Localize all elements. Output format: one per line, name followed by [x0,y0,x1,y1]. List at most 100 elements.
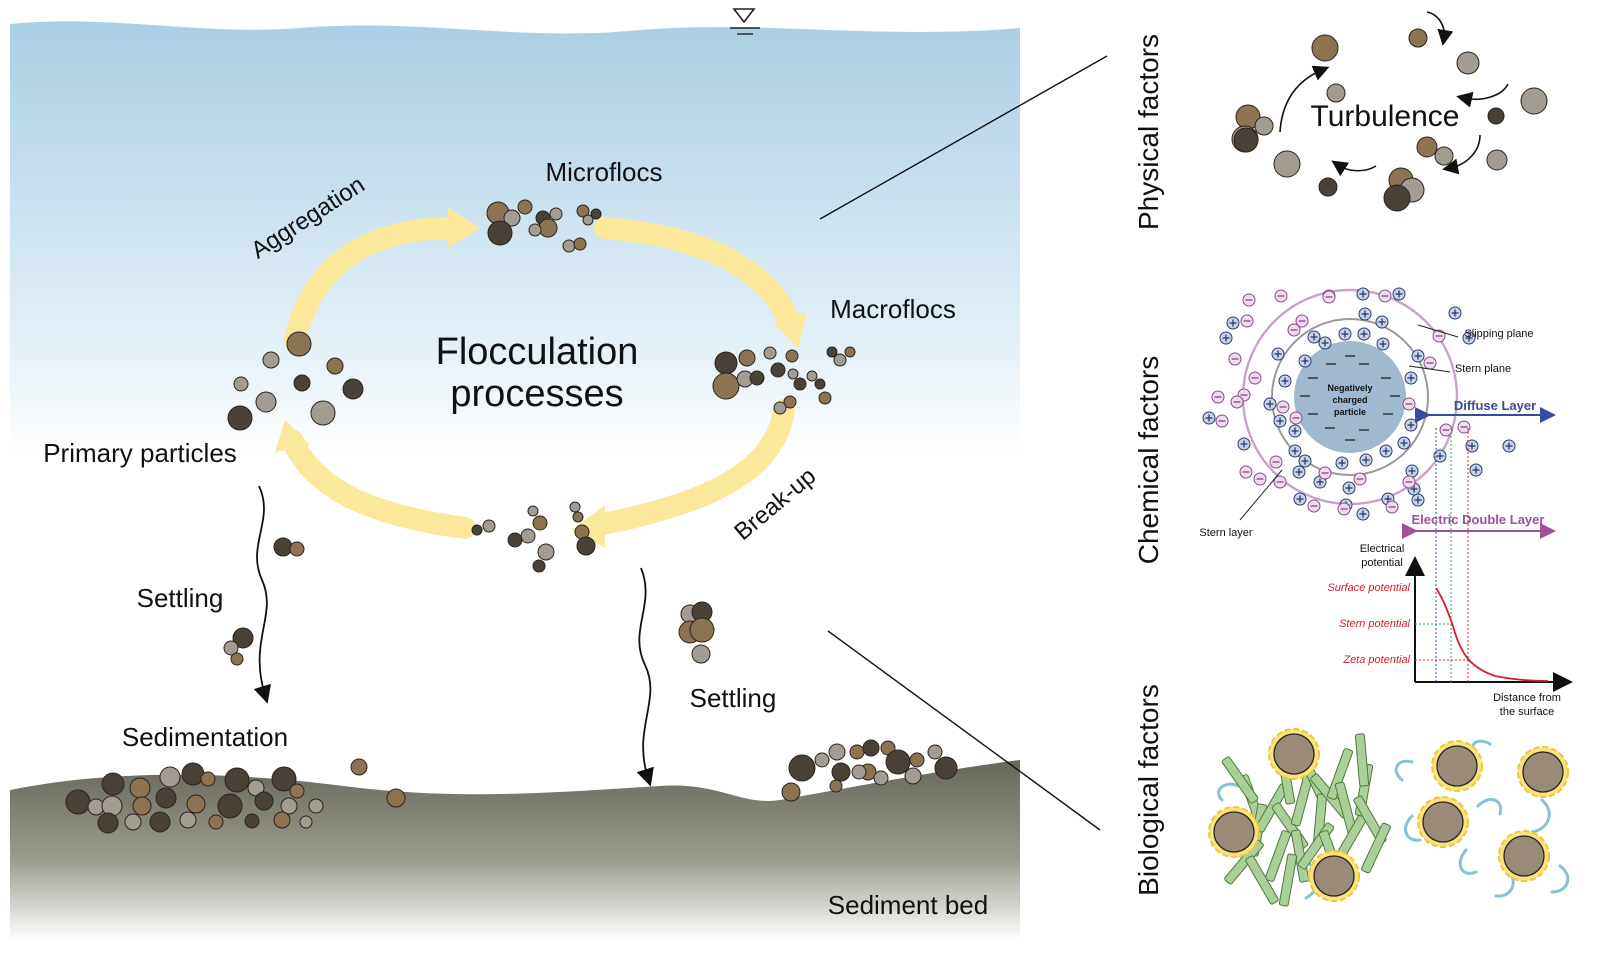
stern-layer-pointer [1239,469,1283,521]
particle [181,762,205,786]
anion-icon [1269,455,1283,469]
particle [781,782,801,802]
flocculation-cycle-arrows [281,217,801,539]
cation-icon [1335,456,1349,470]
particle [308,798,324,814]
particle [738,349,756,367]
turbulence-particle [1318,177,1338,197]
anion-icon [1253,472,1267,486]
slipping-plane-label: Slipping plane [1464,328,1533,340]
zeta-potential-label: Zeta potential [1342,654,1410,666]
turbulence-particle [1408,28,1428,48]
particle [573,237,587,251]
particle [814,378,826,390]
cation-icon [1356,507,1370,521]
particle [749,370,765,386]
particle [576,204,590,218]
biological-factors-label: Biological factors [1133,684,1164,896]
anion-icon [1322,290,1336,304]
particle [132,796,152,816]
cation-icon [1405,464,1419,478]
bacteria-rod [1278,853,1298,907]
cation-icon [1292,465,1306,479]
particle [273,811,291,829]
particle [179,811,197,829]
cation-icon [1237,437,1251,451]
particle [503,209,521,227]
particle [828,743,846,761]
particle [471,524,483,536]
filament [1476,798,1503,816]
diffuse-layer-label: Diffuse Layer [1454,398,1536,413]
bio-particle [1503,835,1545,877]
particle [224,767,250,793]
negatively-charged-particle [1294,341,1406,453]
particle [286,331,312,357]
particle [227,405,253,431]
particle-label-line3: particle [1334,407,1366,417]
microflocs-label: Microflocs [545,157,662,187]
y-axis-label-line1: Electrical [1360,543,1405,555]
particle [217,793,243,819]
cation-icon [1298,454,1312,468]
particle [208,814,224,830]
cycle-arrowheads [275,208,807,548]
cation-icon [1397,436,1411,450]
anion-icon [1228,352,1242,366]
cation-icon [1357,327,1371,341]
filament [1217,782,1240,802]
particle [590,208,602,220]
x-axis-label-line2: the surface [1500,706,1554,718]
turbulence-particle [1311,34,1339,62]
turbulence-particle [1416,136,1438,158]
physical-callout-line [819,55,1108,220]
particle [289,783,305,799]
bio-particle [1273,733,1315,775]
cation-icon [1404,418,1418,432]
particle [532,515,548,531]
bacteria-rod [1361,822,1391,874]
particle-label-line1: Negatively [1327,383,1372,393]
cation-icon [1448,306,1462,320]
particle [873,770,889,786]
settling-path-left [253,485,271,704]
particle [818,391,832,405]
anion-icon [1307,499,1321,513]
particle [537,543,555,561]
particle [829,779,843,793]
anion-icon [1385,500,1399,514]
particle [528,223,542,237]
particle [934,756,958,780]
particle [549,207,563,221]
cation-icon [1318,336,1332,350]
y-axis-label-line2: potential [1361,557,1403,569]
cation-icon [1462,331,1476,345]
particle [576,536,596,556]
macroflocs-label: Macroflocs [830,294,956,324]
bacteria-rod [1326,748,1354,800]
particle [487,220,513,246]
bacteria-rod [1221,756,1259,804]
turbulence-particle [1326,83,1346,103]
biological-callout-line [827,630,1101,831]
particle [507,532,523,548]
anion-icon [1295,314,1309,328]
particle [785,349,799,363]
cation-icon [1338,327,1352,341]
cation-icon [1288,424,1302,438]
particle [386,788,406,808]
biological-flocs [1208,728,1570,907]
particle [849,744,865,760]
chemical-factors-label: Chemical factors [1133,356,1164,565]
particle [814,752,830,768]
bacteria-rod [1264,830,1292,882]
particle [763,346,777,360]
filament [1394,759,1414,782]
potential-curve [1435,587,1549,682]
particle [124,813,142,831]
particle [770,362,786,378]
water-surface-triangle-icon [730,8,760,35]
particle [788,754,816,782]
